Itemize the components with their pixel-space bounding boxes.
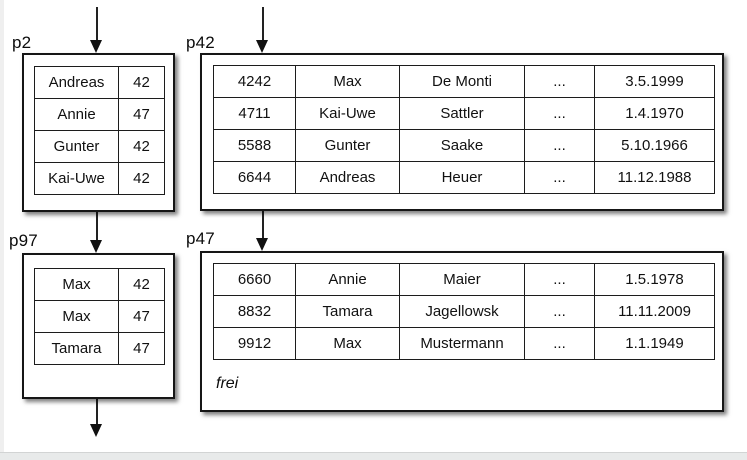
free-space-label: frei — [216, 375, 239, 392]
page-table-p42: 4242 Max De Monti ... 3.5.1999 4711 Kai-… — [213, 65, 715, 194]
page-box-p42: 4242 Max De Monti ... 3.5.1999 4711 Kai-… — [200, 53, 724, 211]
table-cell: Andreas — [295, 161, 400, 194]
left-edge-strip — [0, 0, 4, 452]
table-row: Max 42 — [34, 268, 165, 301]
table-cell: Tamara — [295, 295, 400, 328]
table-row: Annie 47 — [34, 98, 165, 131]
table-row: Kai-Uwe 42 — [34, 162, 165, 195]
table-cell: ... — [524, 327, 595, 360]
table-row: 4711 Kai-Uwe Sattler ... 1.4.1970 — [213, 97, 715, 130]
table-cell: 42 — [118, 66, 165, 99]
table-cell: 5588 — [213, 129, 296, 162]
table-row: 5588 Gunter Saake ... 5.10.1966 — [213, 129, 715, 162]
page-label-p2: p2 — [12, 33, 32, 52]
arrow-p2-to-p97-head — [90, 240, 102, 253]
table-cell: Annie — [295, 263, 400, 296]
table-cell: Kai-Uwe — [34, 162, 119, 195]
table-cell: 4242 — [213, 65, 296, 98]
table-cell: Kai-Uwe — [295, 97, 400, 130]
table-cell: Gunter — [34, 130, 119, 163]
table-cell: Gunter — [295, 129, 400, 162]
page-table-p47: 6660 Annie Maier ... 1.5.1978 8832 Tamar… — [213, 263, 715, 360]
table-cell: De Monti — [399, 65, 525, 98]
table-cell: ... — [524, 295, 595, 328]
table-cell: 9912 — [213, 327, 296, 360]
page-box-p47: 6660 Annie Maier ... 1.5.1978 8832 Tamar… — [200, 251, 724, 412]
arrow-top-to-p2-head — [90, 40, 102, 53]
table-cell: Heuer — [399, 161, 525, 194]
table-cell: 42 — [118, 162, 165, 195]
table-row: Andreas 42 — [34, 66, 165, 99]
table-cell: 11.11.2009 — [594, 295, 715, 328]
table-cell: ... — [524, 97, 595, 130]
table-cell: Max — [295, 65, 400, 98]
arrow-top-to-p2-line — [96, 7, 98, 41]
table-cell: Sattler — [399, 97, 525, 130]
table-row: Max 47 — [34, 300, 165, 333]
table-cell: 1.1.1949 — [594, 327, 715, 360]
page-label-p42: p42 — [186, 33, 215, 52]
table-cell: Max — [34, 300, 119, 333]
table-cell: 47 — [118, 332, 165, 365]
arrow-p2-to-p97-line — [96, 211, 98, 241]
table-row: 6644 Andreas Heuer ... 11.12.1988 — [213, 161, 715, 194]
table-row: Gunter 42 — [34, 130, 165, 163]
table-cell: 42 — [118, 130, 165, 163]
table-cell: Maier — [399, 263, 525, 296]
table-cell: 5.10.1966 — [594, 129, 715, 162]
table-cell: 1.4.1970 — [594, 97, 715, 130]
table-cell: Mustermann — [399, 327, 525, 360]
arrow-p42-to-p47-line — [262, 209, 264, 239]
table-cell: 11.12.1988 — [594, 161, 715, 194]
table-cell: 47 — [118, 98, 165, 131]
table-row: 4242 Max De Monti ... 3.5.1999 — [213, 65, 715, 98]
arrow-p97-out-head — [90, 424, 102, 437]
table-cell: 6660 — [213, 263, 296, 296]
table-row: 8832 Tamara Jagellowsk ... 11.11.2009 — [213, 295, 715, 328]
table-cell: Andreas — [34, 66, 119, 99]
table-row: 9912 Max Mustermann ... 1.1.1949 — [213, 327, 715, 360]
table-cell: Annie — [34, 98, 119, 131]
table-cell: ... — [524, 161, 595, 194]
page-table-p97: Max 42 Max 47 Tamara 47 — [34, 268, 165, 365]
table-cell: Jagellowsk — [399, 295, 525, 328]
table-cell: ... — [524, 263, 595, 296]
arrow-p42-to-p47-head — [256, 238, 268, 251]
page-box-p2: Andreas 42 Annie 47 Gunter 42 Kai-Uwe 42 — [22, 53, 175, 212]
arrow-top-to-p42-head — [256, 40, 268, 53]
page-label-p97: p97 — [9, 231, 38, 250]
table-cell: ... — [524, 65, 595, 98]
arrow-p97-out-line — [96, 398, 98, 425]
page-label-p47: p47 — [186, 229, 215, 248]
table-row: Tamara 47 — [34, 332, 165, 365]
table-cell: Max — [295, 327, 400, 360]
table-cell: Max — [34, 268, 119, 301]
bottom-edge-bar — [0, 452, 747, 460]
table-cell: 47 — [118, 300, 165, 333]
table-cell: ... — [524, 129, 595, 162]
table-cell: 3.5.1999 — [594, 65, 715, 98]
table-cell: Saake — [399, 129, 525, 162]
page-table-p2: Andreas 42 Annie 47 Gunter 42 Kai-Uwe 42 — [34, 66, 165, 195]
page-box-p97: Max 42 Max 47 Tamara 47 — [22, 253, 175, 399]
table-cell: 8832 — [213, 295, 296, 328]
table-cell: 1.5.1978 — [594, 263, 715, 296]
table-cell: 4711 — [213, 97, 296, 130]
table-cell: 42 — [118, 268, 165, 301]
table-row: 6660 Annie Maier ... 1.5.1978 — [213, 263, 715, 296]
arrow-top-to-p42-line — [262, 7, 264, 41]
table-cell: 6644 — [213, 161, 296, 194]
table-cell: Tamara — [34, 332, 119, 365]
